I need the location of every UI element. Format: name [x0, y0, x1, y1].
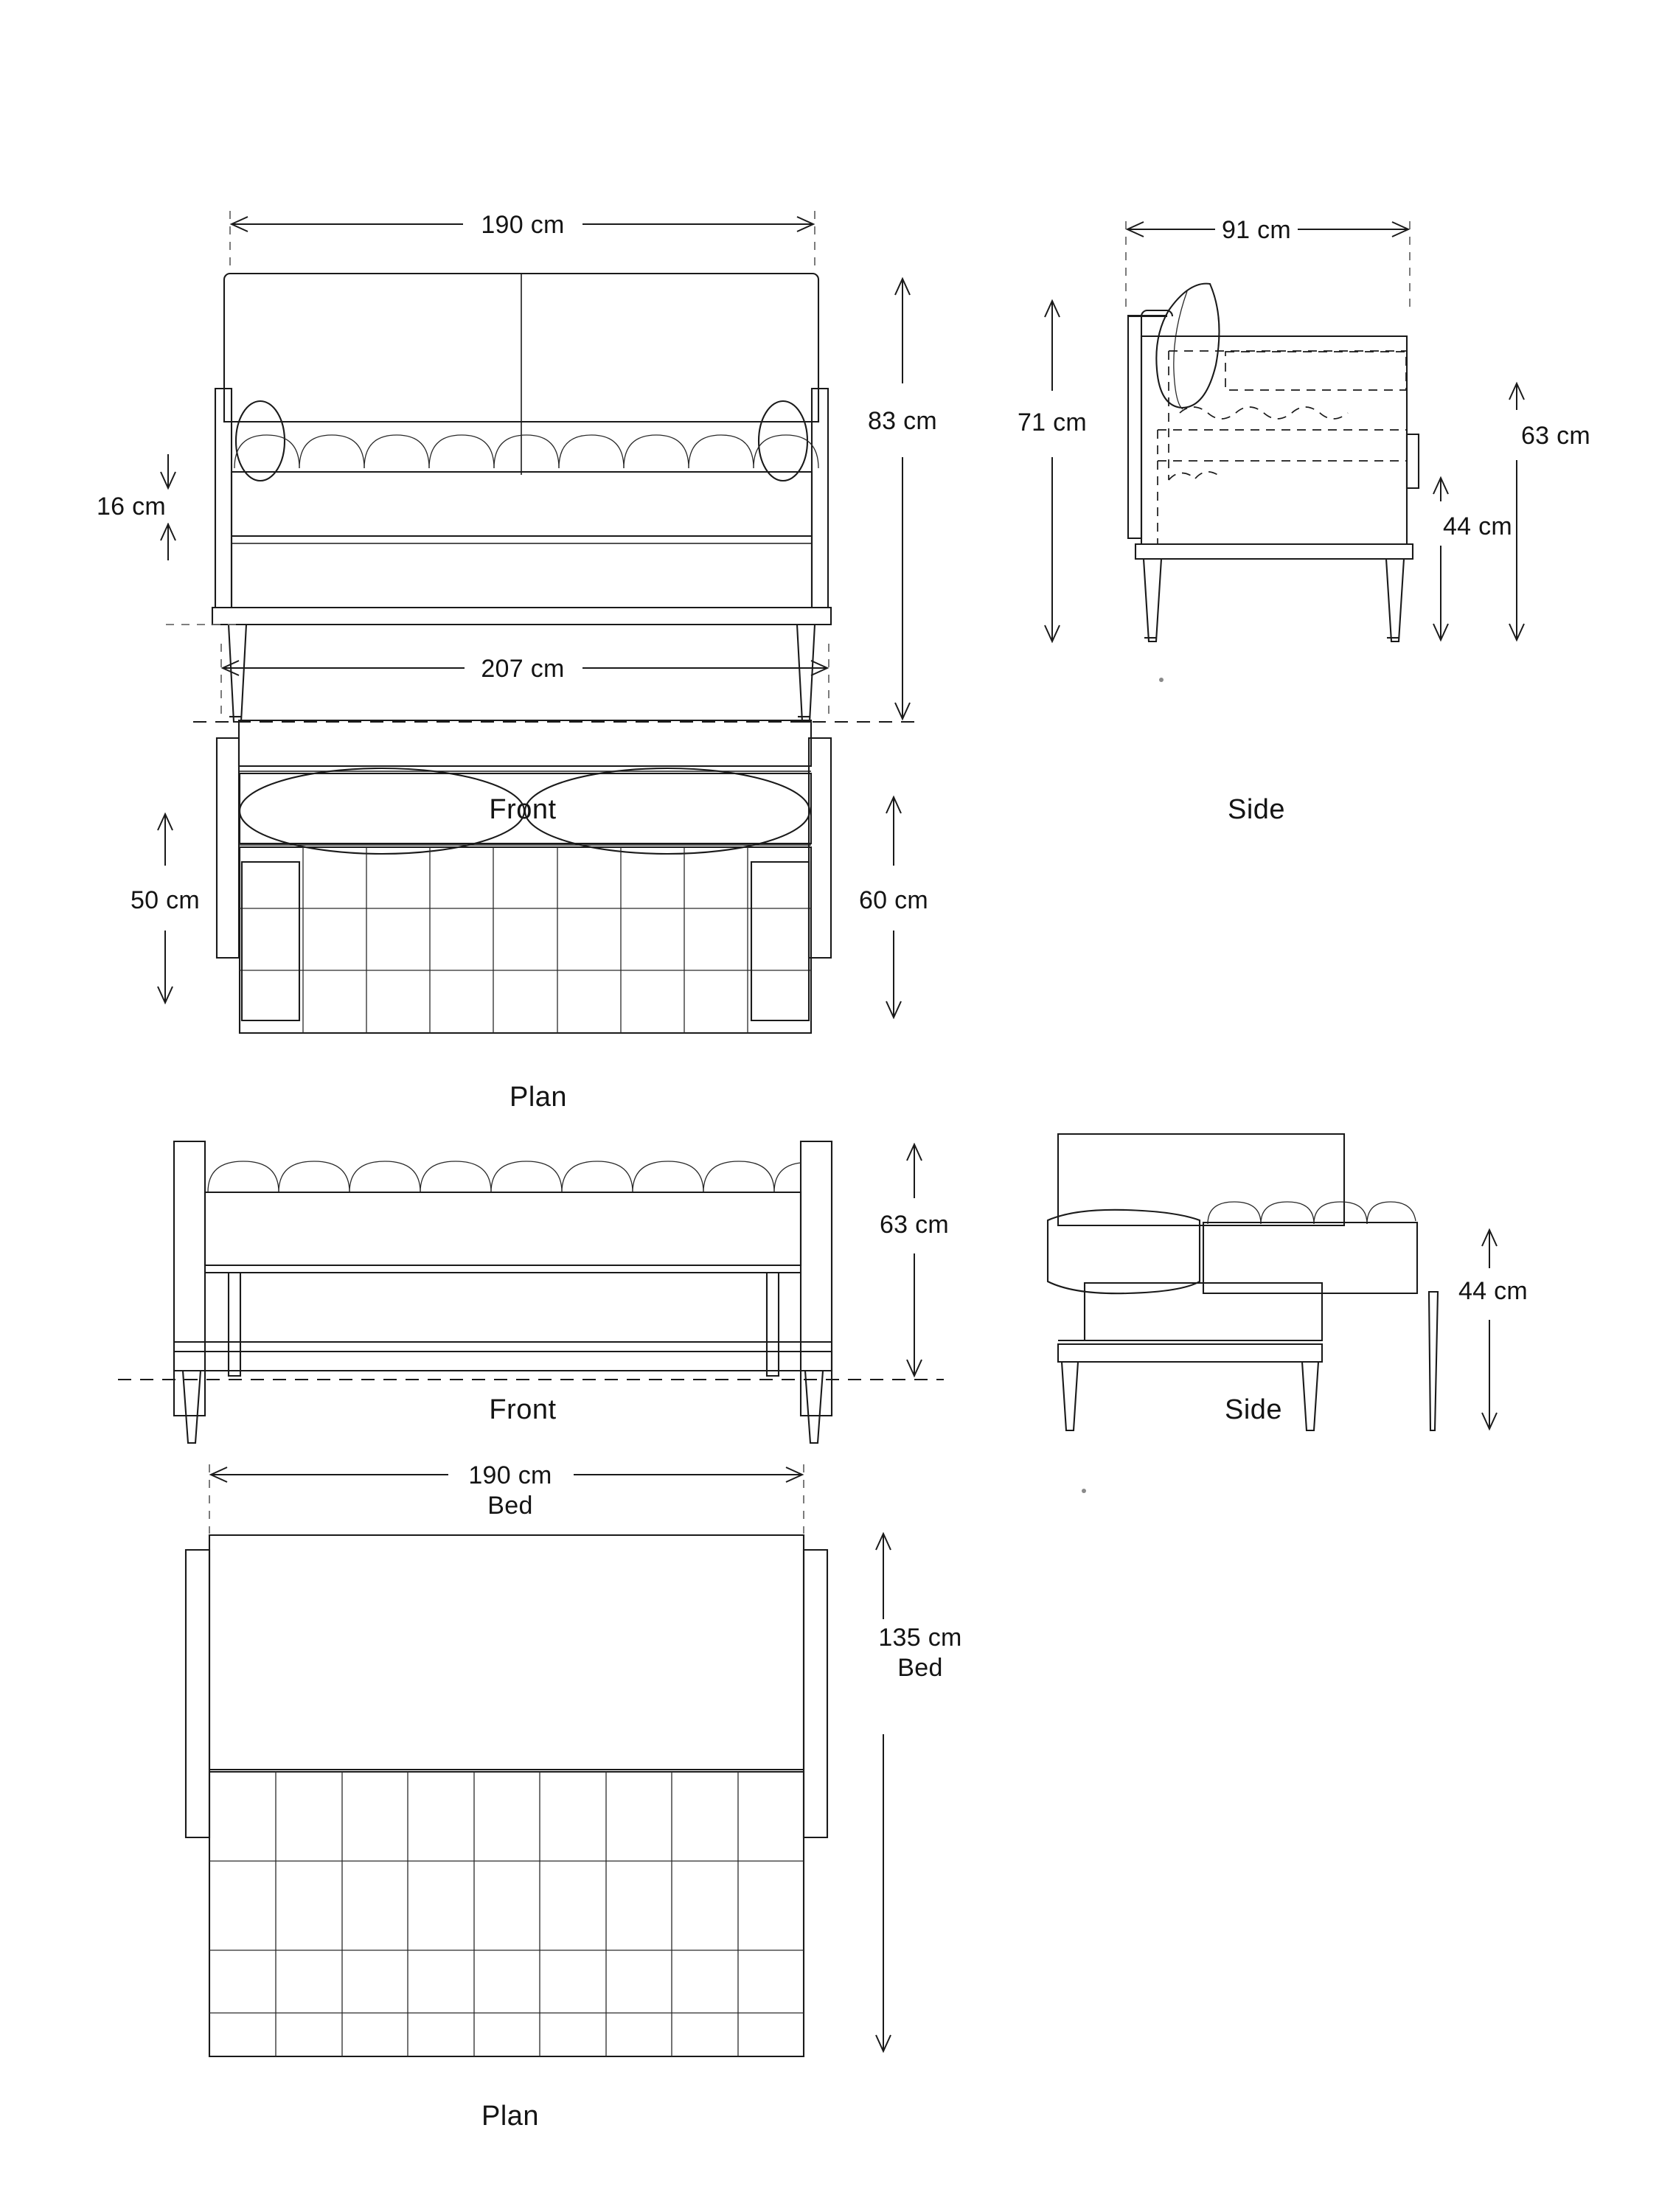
dim-63cm-sofa-side: 63 cm — [1509, 381, 1590, 642]
bed-front-upright-right — [799, 1140, 833, 1417]
registration-dot-upper — [1159, 678, 1164, 682]
registration-dot-lower — [1082, 1489, 1086, 1493]
plan-inner-arm-left — [240, 860, 301, 1022]
bed-mattress-front — [204, 1191, 802, 1267]
bed-side-cushion-left — [1046, 1208, 1201, 1295]
sofa-side-plinth — [1134, 543, 1414, 560]
sofa-side-leg-left — [1142, 557, 1163, 643]
dim-91cm-sofa-side: 91 cm — [1125, 216, 1411, 244]
bed-front-tufting — [207, 1161, 801, 1193]
bed-plinth-front — [173, 1350, 833, 1372]
dim-label-sofa-arm-height: 63 cm — [1521, 422, 1590, 450]
sofa-plinth — [211, 606, 832, 626]
dim-44cm-bed-side: 44 cm — [1458, 1228, 1528, 1431]
plan-back-rail — [237, 719, 813, 768]
bed-side-mattress-tufting — [1207, 1201, 1416, 1225]
bed-plan-mattress — [208, 1770, 805, 2058]
dim-44cm-sofa-side: 44 cm — [1433, 476, 1512, 642]
dim-label-bed-height: 63 cm — [880, 1211, 949, 1239]
bed-support-leg-right — [765, 1271, 780, 1377]
dim-60cm-sofa-plan: 60 cm — [859, 795, 928, 1020]
dim-label-bed-length: 190 cm — [468, 1461, 552, 1489]
bed-front-leg-left — [181, 1369, 202, 1444]
dim-label-sofa-seat-height: 44 cm — [1443, 512, 1512, 540]
sofa-leg-front-right — [796, 623, 816, 723]
bed-plan-platform — [208, 1534, 805, 1771]
caption-bed-plan: Plan — [481, 2101, 539, 2132]
dim-135cm-bed-plan: 135 cm Bed — [875, 1531, 961, 2053]
caption-sofa-side: Side — [1228, 794, 1285, 825]
caption-bed-side: Side — [1225, 1394, 1282, 1425]
sofa-backrest — [223, 272, 820, 423]
view-sofa-plan: 207 cm — [131, 644, 1164, 1113]
dim-190cm-sofa-front: 190 cm — [229, 211, 815, 239]
dim-label-bed-seat-height: 44 cm — [1458, 1277, 1528, 1305]
dim-label-sofa-back-height: 71 cm — [1018, 408, 1087, 437]
dim-50cm-sofa-plan: 50 cm — [131, 812, 200, 1005]
bolster-seam — [1173, 291, 1188, 410]
dim-16cm-sofa-front: 16 cm — [97, 454, 176, 560]
plan-back-cushion-band — [238, 772, 813, 845]
bed-side-plinth — [1057, 1343, 1324, 1363]
view-bed-side: 44 cm Side — [1046, 1133, 1528, 1432]
bed-plan-grid-lines — [209, 1772, 804, 2056]
dim-label-plan-depth-left: 50 cm — [131, 886, 200, 914]
seat-cushion-tufting — [234, 434, 819, 469]
plan-seat-grid-lines — [240, 847, 811, 1033]
view-sofa-front: 190 cm — [97, 211, 937, 825]
bed-side-leg-extended — [1427, 1290, 1439, 1432]
bolster-pillow-left — [234, 400, 286, 482]
dim-label-sofa-height: 83 cm — [868, 407, 937, 435]
dim-83cm-sofa-front: 83 cm — [868, 276, 937, 721]
dim-207cm-sofa-plan: 207 cm — [220, 655, 830, 683]
side-hidden-mechanism — [1157, 350, 1407, 544]
dim-label-bed-length-note: Bed — [487, 1492, 532, 1520]
sofa-side-leg-right — [1385, 557, 1405, 643]
dim-label-plan-width: 207 cm — [481, 655, 564, 683]
bed-front-leg-right — [804, 1369, 824, 1444]
plan-back-cushion-right — [524, 767, 811, 855]
dim-label-plan-depth-right: 60 cm — [859, 886, 928, 914]
side-bolster-pillow — [1155, 282, 1220, 409]
caption-front-bed: Front — [489, 1394, 556, 1425]
bed-side-leg-right — [1301, 1360, 1320, 1432]
sofa-back-panel — [1127, 309, 1174, 540]
plan-inner-arm-right — [750, 860, 810, 1022]
dim-63cm-bed-front: 63 cm — [880, 1142, 949, 1378]
view-bed-front: 63 cm Front Front Front Front Front — [118, 1140, 949, 1444]
bed-support-leg-left — [227, 1271, 242, 1377]
caption-sofa-front: Front — [489, 794, 556, 825]
dim-label-sofa-width: 190 cm — [481, 211, 564, 239]
bed-side-mattress — [1202, 1221, 1419, 1295]
caption-sofa-plan: Plan — [509, 1082, 567, 1113]
bed-side-back-panel — [1057, 1133, 1346, 1227]
dim-71cm-sofa-side: 71 cm — [1018, 299, 1087, 644]
view-bed-plan: 190 cm Bed 135 cm — [184, 1461, 961, 2132]
bed-side-leg-left — [1060, 1360, 1079, 1432]
dim-label-bed-width: 135 cm — [878, 1624, 961, 1652]
dim-190cm-bed-plan: 190 cm Bed — [209, 1461, 804, 1520]
dim-label-bed-width-note: Bed — [897, 1654, 942, 1682]
dim-label-sofa-depth: 91 cm — [1222, 216, 1291, 244]
side-handle-tab — [1405, 433, 1420, 490]
view-sofa-side: 91 cm — [1018, 216, 1590, 825]
bed-front-upright-left — [173, 1140, 206, 1417]
dim-label-sofa-leg: 16 cm — [97, 493, 166, 521]
